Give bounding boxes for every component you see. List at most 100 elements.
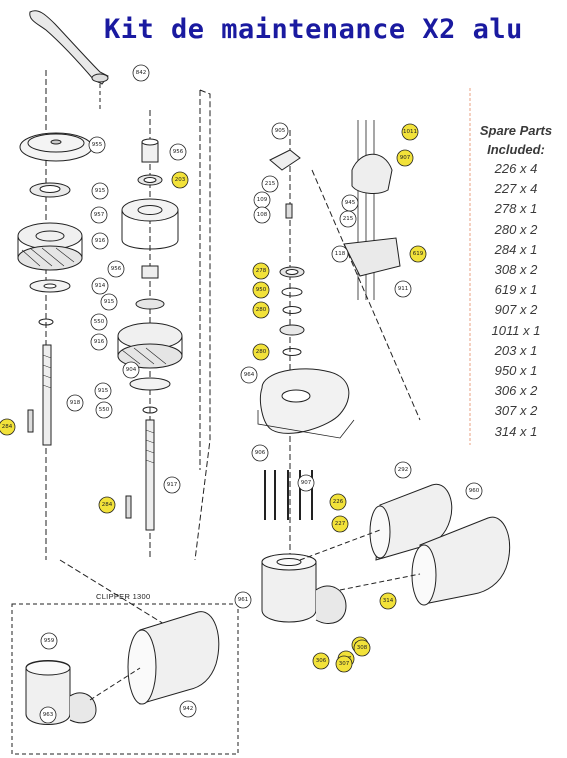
drum-957 (121, 198, 179, 222)
spare-part-item: 308 x 2 (494, 262, 538, 278)
clamp-upper (351, 153, 393, 194)
spare-part-callout: 307 (335, 655, 353, 673)
inset-frame (11, 603, 239, 755)
part-callout: 292 (394, 461, 412, 479)
part-callout: 961 (234, 591, 252, 609)
part-callout: 215 (261, 175, 279, 193)
part-callout-label: 916 (95, 238, 106, 244)
spare-part-callout: 308 (353, 639, 371, 657)
part-callout: 550 (90, 313, 108, 331)
part-callout-circle (297, 474, 315, 492)
spare-part-callout-label: 1011 (403, 129, 417, 135)
part-callout: 905 (271, 122, 289, 140)
spare-part-callout: 284 (98, 496, 116, 514)
part-callout-circle (66, 394, 84, 412)
part-callout-circle (163, 476, 181, 494)
part-callout-circle (169, 143, 187, 161)
spare-part-callout-circle (409, 245, 427, 263)
page-title: Kit de maintenance X2 alu (104, 14, 523, 45)
spare-part-item: 203 x 1 (494, 342, 538, 358)
spare-part-item: 280 x 2 (494, 221, 538, 237)
part-callout-circle (122, 361, 140, 379)
part-callout: 918 (66, 394, 84, 412)
drum-upper (17, 222, 83, 250)
part-callout-label: 957 (94, 212, 105, 218)
part-callout-circle (331, 245, 349, 263)
spare-part-callout: 284 (0, 418, 16, 436)
spare-part-callout-circle (252, 301, 270, 319)
part-callout: 957 (90, 206, 108, 224)
part-callout-label: 292 (398, 467, 409, 473)
part-callout-circle (88, 136, 106, 154)
part-callout-circle (253, 206, 271, 224)
part-callout-label: 915 (98, 388, 109, 394)
spare-part-callout: 280 (252, 343, 270, 361)
part-callout-circle (91, 232, 109, 250)
part-callout-label: 905 (275, 128, 286, 134)
spare-part-callout-label: 307 (339, 661, 350, 667)
part-callout-label: 964 (244, 372, 255, 378)
shaft-917 (145, 419, 155, 531)
part-callout: 956 (107, 260, 125, 278)
spare-part-callout-label: 203 (175, 177, 186, 183)
spare-part-callout-label: 950 (256, 287, 267, 293)
spare-part-callout-circle (171, 171, 189, 189)
part-callout-label: 550 (99, 407, 110, 413)
part-callout-label: 907 (301, 480, 312, 486)
part-callout-label: 955 (92, 142, 103, 148)
spare-part-item: 227 x 4 (494, 181, 538, 197)
part-callout-circle (100, 293, 118, 311)
part-callout-circle (465, 482, 483, 500)
part-callout-label: 959 (44, 638, 55, 644)
spare-part-callout-circle (252, 262, 270, 280)
inset-label: CLIPPER 1300 (96, 592, 151, 601)
part-callout: 945 (341, 194, 359, 212)
spare-part-item: 226 x 4 (494, 161, 538, 176)
part-callout-circle (39, 706, 57, 724)
spare-part-callout-circle (379, 592, 397, 610)
motor-961 (419, 516, 511, 605)
shaft-left (42, 344, 52, 446)
spare-part-callout-circle (252, 281, 270, 299)
part-callout: 916 (90, 333, 108, 351)
part-callout-circle (394, 461, 412, 479)
spare-part-item: 1011 x 1 (491, 322, 541, 338)
spare-part-callout: 314 (379, 592, 397, 610)
part-callout-label: 956 (111, 266, 122, 272)
part-callout: 964 (240, 366, 258, 384)
spare-part-item: 307 x 2 (494, 403, 538, 419)
spare-part-callout: 278 (252, 262, 270, 280)
part-callout-circle (271, 122, 289, 140)
part-callout: 915 (100, 293, 118, 311)
part-callout-label: 906 (255, 450, 266, 456)
spare-part-item: 314 x 1 (494, 423, 538, 439)
spare-part-callout-circle (329, 493, 347, 511)
spare-parts-heading: Spare Parts (479, 123, 553, 138)
spare-part-item: 306 x 2 (494, 383, 538, 399)
part-callout-circle (394, 280, 412, 298)
spare-part-callout-label: 308 (357, 645, 368, 651)
part-callout-label: 118 (335, 251, 346, 257)
part-callout: 917 (163, 476, 181, 494)
spare-part-item: 619 x 1 (494, 282, 538, 298)
part-callout-label: 109 (257, 197, 268, 203)
spare-part-item: 907 x 2 (494, 302, 538, 318)
part-callout-circle (261, 175, 279, 193)
part-callout-circle (234, 591, 252, 609)
part-callout-circle (94, 382, 112, 400)
spare-part-callout: 306 (312, 652, 330, 670)
spare-part-callout-label: 284 (102, 502, 113, 508)
part-callout-circle (179, 700, 197, 718)
part-callout-circle (107, 260, 125, 278)
inset-motor (139, 611, 220, 705)
part-callout-circle (251, 444, 269, 462)
spare-part-callout: 226 (329, 493, 347, 511)
spare-part-callout: 950 (252, 281, 270, 299)
part-callout: 960 (465, 482, 483, 500)
spare-part-item: 284 x 1 (494, 241, 538, 257)
spare-part-callout-label: 278 (256, 268, 267, 274)
part-callout-circle (91, 182, 109, 200)
part-callout-label: 915 (104, 299, 115, 305)
part-callout-circle (240, 366, 258, 384)
